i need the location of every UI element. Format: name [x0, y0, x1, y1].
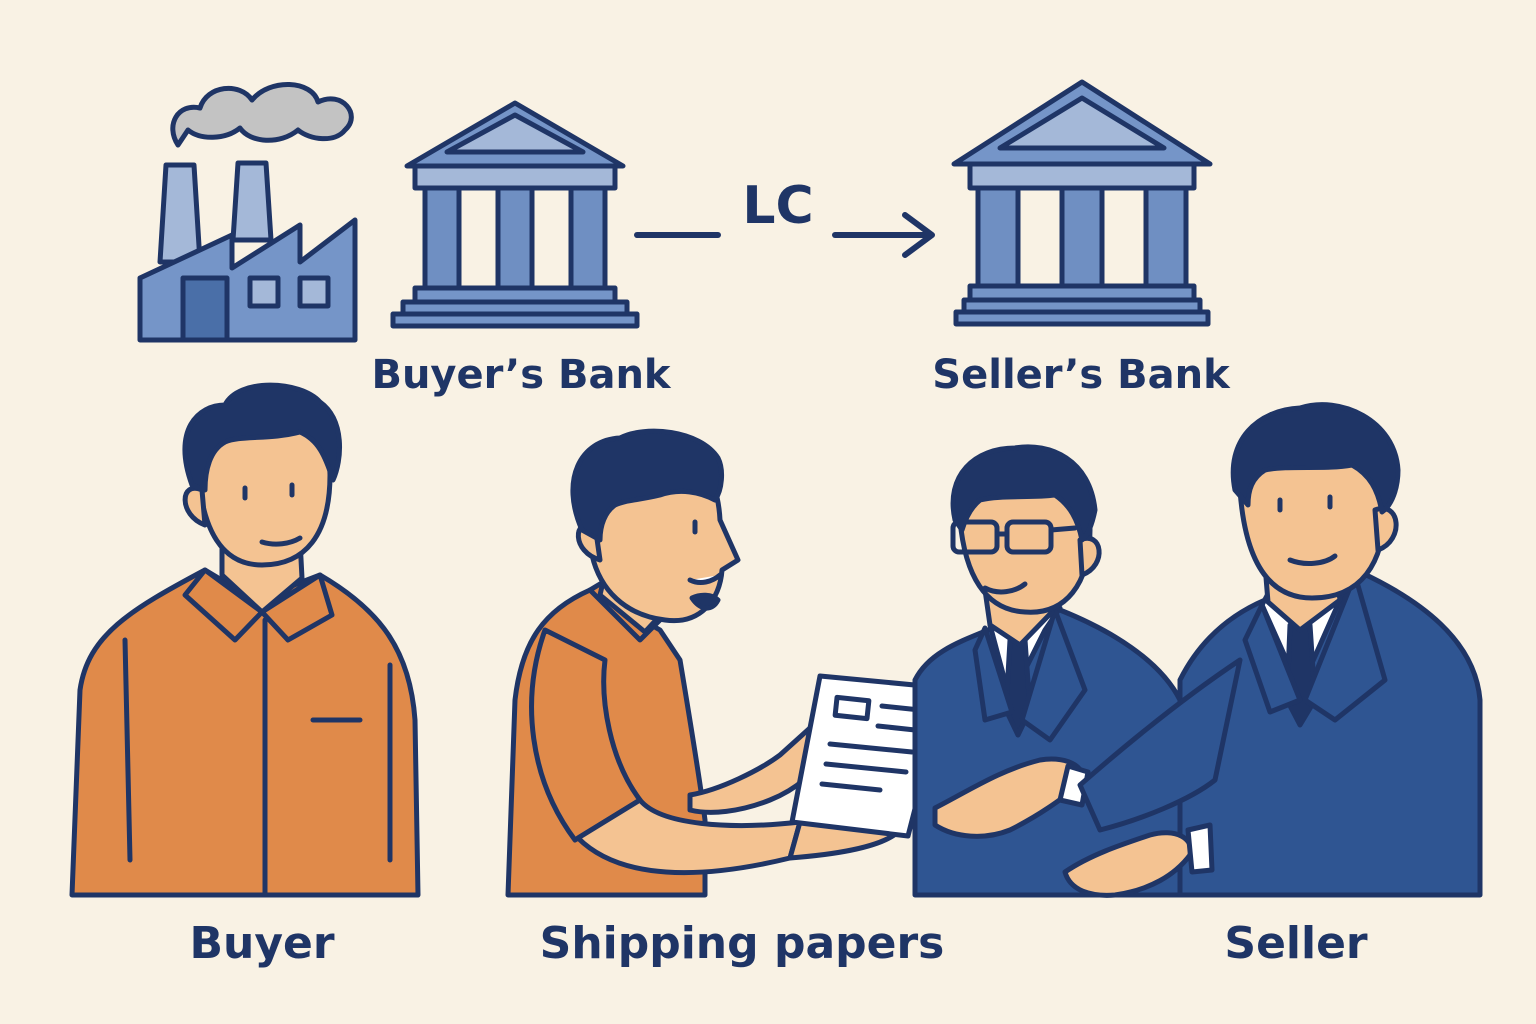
bank-step: [390, 311, 640, 329]
buyer-collar: [182, 567, 265, 643]
banker-hair: [950, 444, 1098, 543]
factory-window: [297, 275, 331, 309]
document-box: [832, 694, 872, 722]
bank-column: [1143, 185, 1189, 289]
glasses-lens: [950, 519, 1000, 555]
shipping-papers-label: Shipping papers: [539, 918, 945, 969]
chimney-right: [230, 160, 274, 243]
shipper-mouth: [687, 572, 723, 585]
bank-step: [953, 309, 1211, 327]
bank-column: [1059, 185, 1105, 289]
bank-column: [975, 185, 1021, 289]
bank-frieze: [412, 163, 618, 191]
buyers-bank-label: Buyer’s Bank: [371, 352, 671, 398]
buyer-label: Buyer: [189, 918, 335, 969]
chimney-left: [157, 162, 203, 265]
factory-door: [180, 275, 230, 343]
banker-lapel: [1019, 607, 1088, 743]
sellers-bank-label: Seller’s Bank: [932, 352, 1230, 398]
buyer-ear: [182, 485, 208, 528]
seller-label: Seller: [1224, 918, 1368, 969]
factory-window: [247, 275, 281, 309]
banker-figure: [912, 444, 1188, 898]
banker-cuff: [1057, 763, 1091, 808]
bank-column: [568, 185, 608, 291]
seller-figure: [1062, 402, 1483, 898]
seller-arm: [1077, 657, 1243, 833]
shipper-sleeve: [529, 627, 643, 843]
lc-label: LC: [742, 176, 814, 236]
bank-roof-inner: [444, 112, 586, 155]
bank-column: [495, 185, 535, 291]
seller-ear: [1372, 505, 1399, 553]
bank-icon: [390, 100, 640, 329]
seller-mouth: [1287, 553, 1338, 566]
banker-mouth: [982, 581, 1028, 595]
bank-icon: [951, 79, 1213, 327]
glasses-lens: [1004, 519, 1054, 555]
smoke: [170, 82, 354, 148]
factory-icon: [137, 82, 358, 343]
document-icon: [789, 673, 949, 839]
bank-column: [422, 185, 462, 291]
buyer-figure: [69, 382, 421, 898]
banker-lapel: [972, 625, 1015, 723]
shipper-hair: [570, 428, 725, 543]
shipper-figure: [505, 428, 901, 898]
seller-lapel: [1302, 572, 1388, 723]
bank-frieze: [967, 161, 1197, 191]
seller-hair: [1230, 402, 1401, 515]
document-sheet: [789, 673, 949, 839]
seller-lapel: [1242, 602, 1303, 715]
bank-roof-inner: [997, 95, 1167, 151]
arrow-right-icon: [634, 212, 935, 258]
buyer-mouth: [259, 535, 303, 547]
banker-ear: [1077, 535, 1102, 578]
shipper-beard: [689, 592, 721, 611]
seller-cuff: [1185, 822, 1215, 875]
buyer-hair: [182, 382, 343, 493]
buyer-collar: [259, 572, 335, 643]
